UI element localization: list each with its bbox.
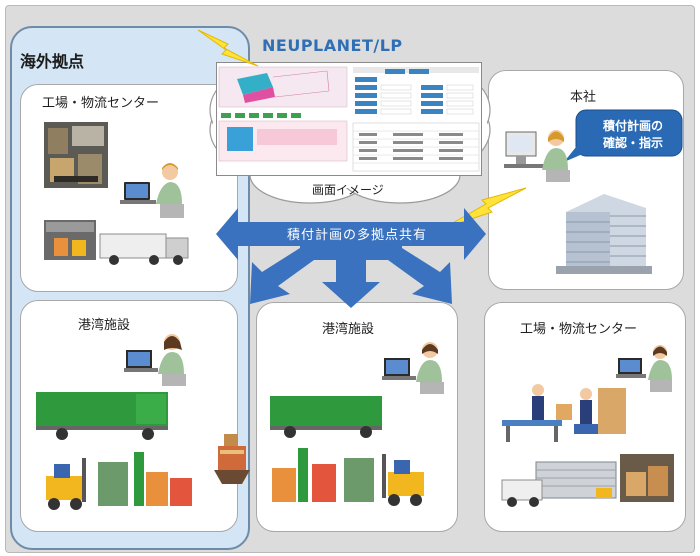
forklift-and-cargo-icon: [46, 452, 192, 510]
speech-bubble: [564, 109, 683, 162]
person-at-computer-icon: [120, 163, 184, 218]
sharing-arrow: [216, 208, 486, 308]
speech-bubble-line-2: 確認・指示: [602, 136, 663, 150]
person-at-computer-icon-2: [124, 334, 186, 386]
center-port-title: 港湾施設: [322, 322, 375, 337]
person-at-computer-icon-3: [504, 130, 570, 182]
overseas-port-title: 港湾施設: [78, 318, 131, 333]
overseas-region-title: 海外拠点: [20, 52, 85, 71]
warehouse-dock-icon: [501, 454, 674, 507]
ship-icon: [214, 434, 250, 484]
speech-bubble-line-1: 積付計画の: [602, 119, 663, 133]
office-building-icon: [556, 194, 652, 274]
system-screen-image: [216, 62, 482, 176]
forklift-and-cargo-icon-2: [272, 448, 424, 506]
green-container-trailer-icon-2: [270, 396, 382, 438]
screen-content: [217, 63, 481, 175]
green-container-trailer-icon: [36, 392, 168, 440]
conveyor-workers-icon: [502, 384, 626, 442]
system-title: NEUPLANET/LP: [262, 36, 403, 55]
speech-bubble-text: 積付計画の 確認・指示: [584, 118, 682, 152]
sharing-arrow-label: 積付計画の多拠点共有: [286, 228, 427, 243]
person-at-computer-icon-5: [616, 345, 672, 392]
screen-caption: 画面イメージ: [312, 183, 384, 197]
right-factory-title: 工場・物流センター: [520, 322, 638, 337]
lightning-icon-left: [197, 29, 259, 67]
truck-loading-icon: [44, 220, 189, 265]
person-at-computer-icon-4: [382, 342, 444, 394]
overseas-factory-title: 工場・物流センター: [42, 96, 160, 111]
warehouse-photo: [44, 122, 108, 188]
headquarters-title: 本社: [570, 90, 597, 105]
